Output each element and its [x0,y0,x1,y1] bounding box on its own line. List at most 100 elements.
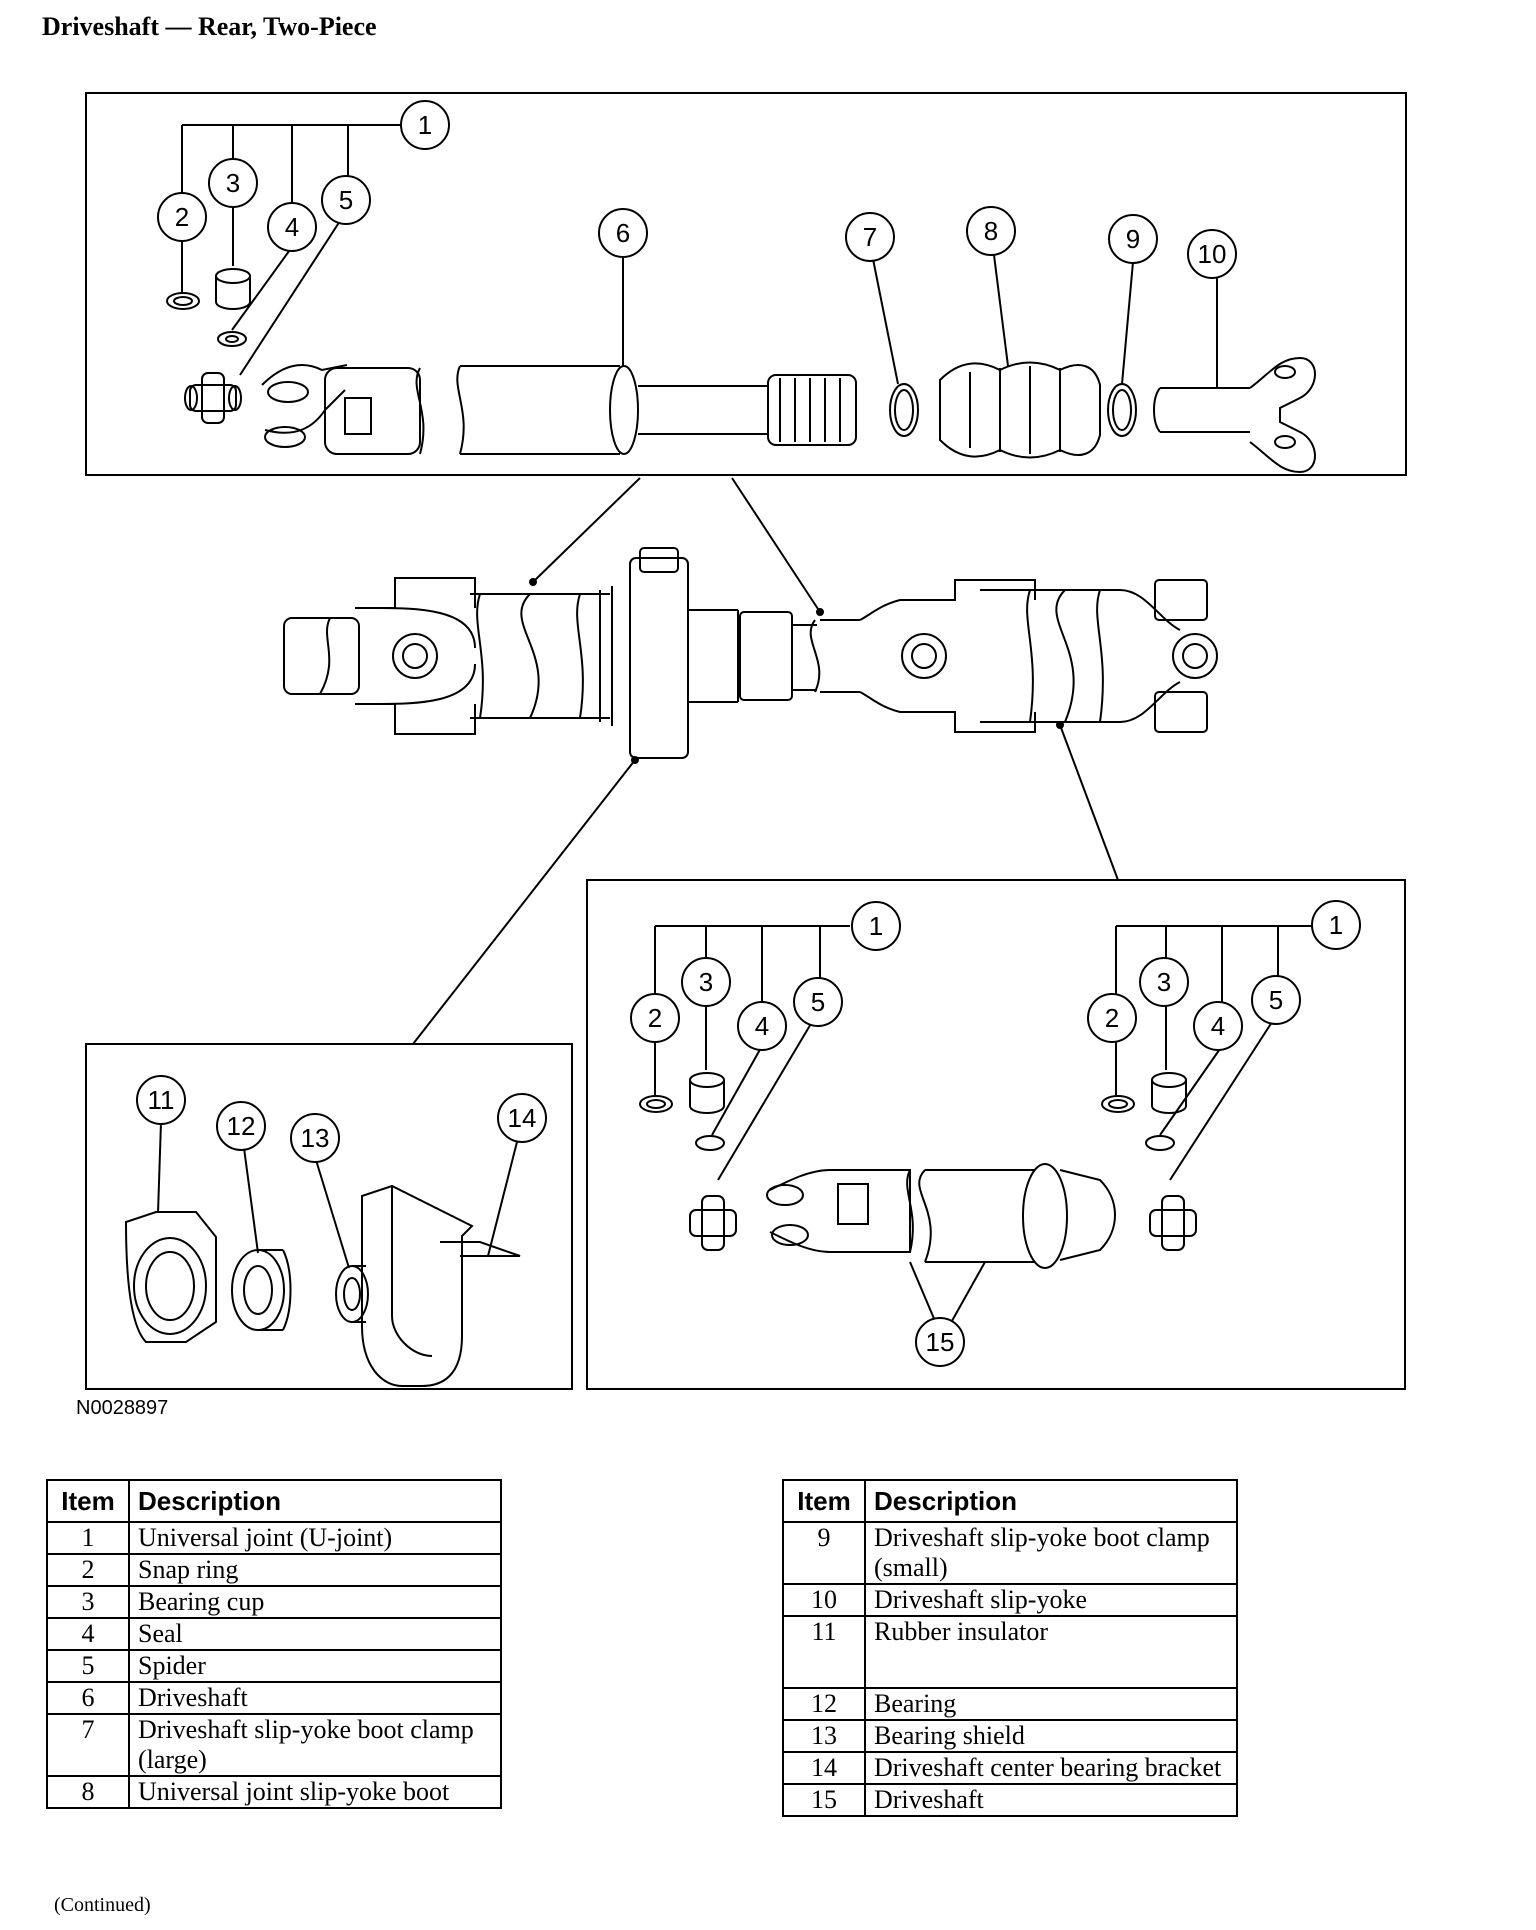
spider-icon [689,1195,737,1251]
item-number: 7 [46,1713,130,1777]
figure-id: N0028897 [76,1397,169,1419]
item-description: Snap ring [128,1553,502,1587]
bottom-right-ujoint-bracket-lines [654,925,1318,1181]
item-description: Bearing cup [128,1585,502,1619]
callout-4: 4 [285,212,299,242]
top-ujoint-bracket-lines [181,124,405,376]
callout-4: 4 [755,1011,769,1041]
slip-yoke-boot-icon [939,361,1101,459]
callout-9: 9 [1126,224,1140,254]
item-number: 12 [782,1687,866,1721]
item-description: Driveshaft center bearing bracket [864,1751,1238,1785]
callout-3: 3 [699,967,713,997]
main-driveshaft-assembly [283,547,1218,759]
spider-icon [1149,1195,1197,1251]
item-number: 9 [782,1521,866,1585]
callout-4: 4 [1211,1011,1225,1041]
callout-2: 2 [648,1003,662,1033]
callout-3: 3 [1157,967,1171,997]
spider-icon [184,372,242,424]
item-description: Bearing shield [864,1719,1238,1753]
callout-14: 14 [508,1103,537,1133]
item-description: Bearing [864,1687,1238,1721]
callout-2: 2 [175,202,189,232]
bottom-right-detail-frame [586,879,1406,1390]
bearing-icon [231,1249,292,1331]
item-description: Driveshaft slip-yoke boot clamp (large) [128,1713,502,1777]
bearing-shield-icon [335,1265,369,1323]
item-description: Seal [128,1617,502,1651]
snap-ring-icon [166,292,200,310]
callout-12: 12 [227,1111,256,1141]
item-number: 10 [782,1583,866,1617]
center-bearing-bracket-icon [361,1184,521,1387]
bearing-cup-icon [215,276,251,310]
item-description: Driveshaft slip-yoke [864,1583,1238,1617]
callout-15: 15 [926,1327,955,1357]
bottom-left-detail-frame [85,1043,573,1390]
boot-clamp-large-icon [889,383,919,437]
description-column-header: Description [128,1479,502,1523]
item-number: 2 [46,1553,130,1587]
item-number: 4 [46,1617,130,1651]
callout-11: 11 [148,1085,175,1115]
item-description: Driveshaft [128,1681,502,1715]
item-number: 14 [782,1751,866,1785]
item-description: Universal joint slip-yoke boot [128,1775,502,1809]
item-description: Rubber insulator [864,1615,1238,1689]
callout-13: 13 [301,1123,330,1153]
driveshaft-15-icon [766,1163,1116,1269]
seal-icon [217,331,247,347]
callout-10: 10 [1198,239,1227,269]
item-number: 5 [46,1649,130,1683]
description-column-header: Description [864,1479,1238,1523]
item-description: Universal joint (U-joint) [128,1521,502,1555]
item-description: Spider [128,1649,502,1683]
page-title: Driveshaft — Rear, Two-Piece [42,12,377,41]
callout-2: 2 [1105,1003,1119,1033]
callout-5: 5 [339,185,353,215]
item-number: 15 [782,1783,866,1817]
callout-1: 1 [869,911,883,941]
continued-note: (Continued) [54,1894,151,1916]
item-description: Driveshaft slip-yoke boot clamp (small) [864,1521,1238,1585]
callout-6: 6 [616,218,630,248]
callout-5: 5 [811,987,825,1017]
item-number: 3 [46,1585,130,1619]
item-description: Driveshaft [864,1783,1238,1817]
rubber-insulator-icon [124,1211,217,1343]
item-number: 13 [782,1719,866,1753]
callout-3: 3 [226,168,240,198]
callout-labels: 1 2 3 4 5 6 7 8 9 10 11 12 13 14 1 2 3 4… [136,100,1361,1367]
callout-1: 1 [1329,910,1343,940]
item-column-header: Item [46,1479,130,1523]
top-detail-frame [85,92,1407,476]
callout-8: 8 [984,216,998,246]
callout-7: 7 [863,222,877,252]
item-number: 11 [782,1615,866,1689]
item-number: 1 [46,1521,130,1555]
item-column-header: Item [782,1479,866,1523]
yoke-tube-icon [261,364,425,455]
slip-yoke-icon [1153,356,1316,474]
callout-5: 5 [1269,985,1283,1015]
callout-1: 1 [418,110,432,140]
exploded-driveshaft-diagram [85,92,1407,1390]
item-number: 6 [46,1681,130,1715]
item-number: 8 [46,1775,130,1809]
